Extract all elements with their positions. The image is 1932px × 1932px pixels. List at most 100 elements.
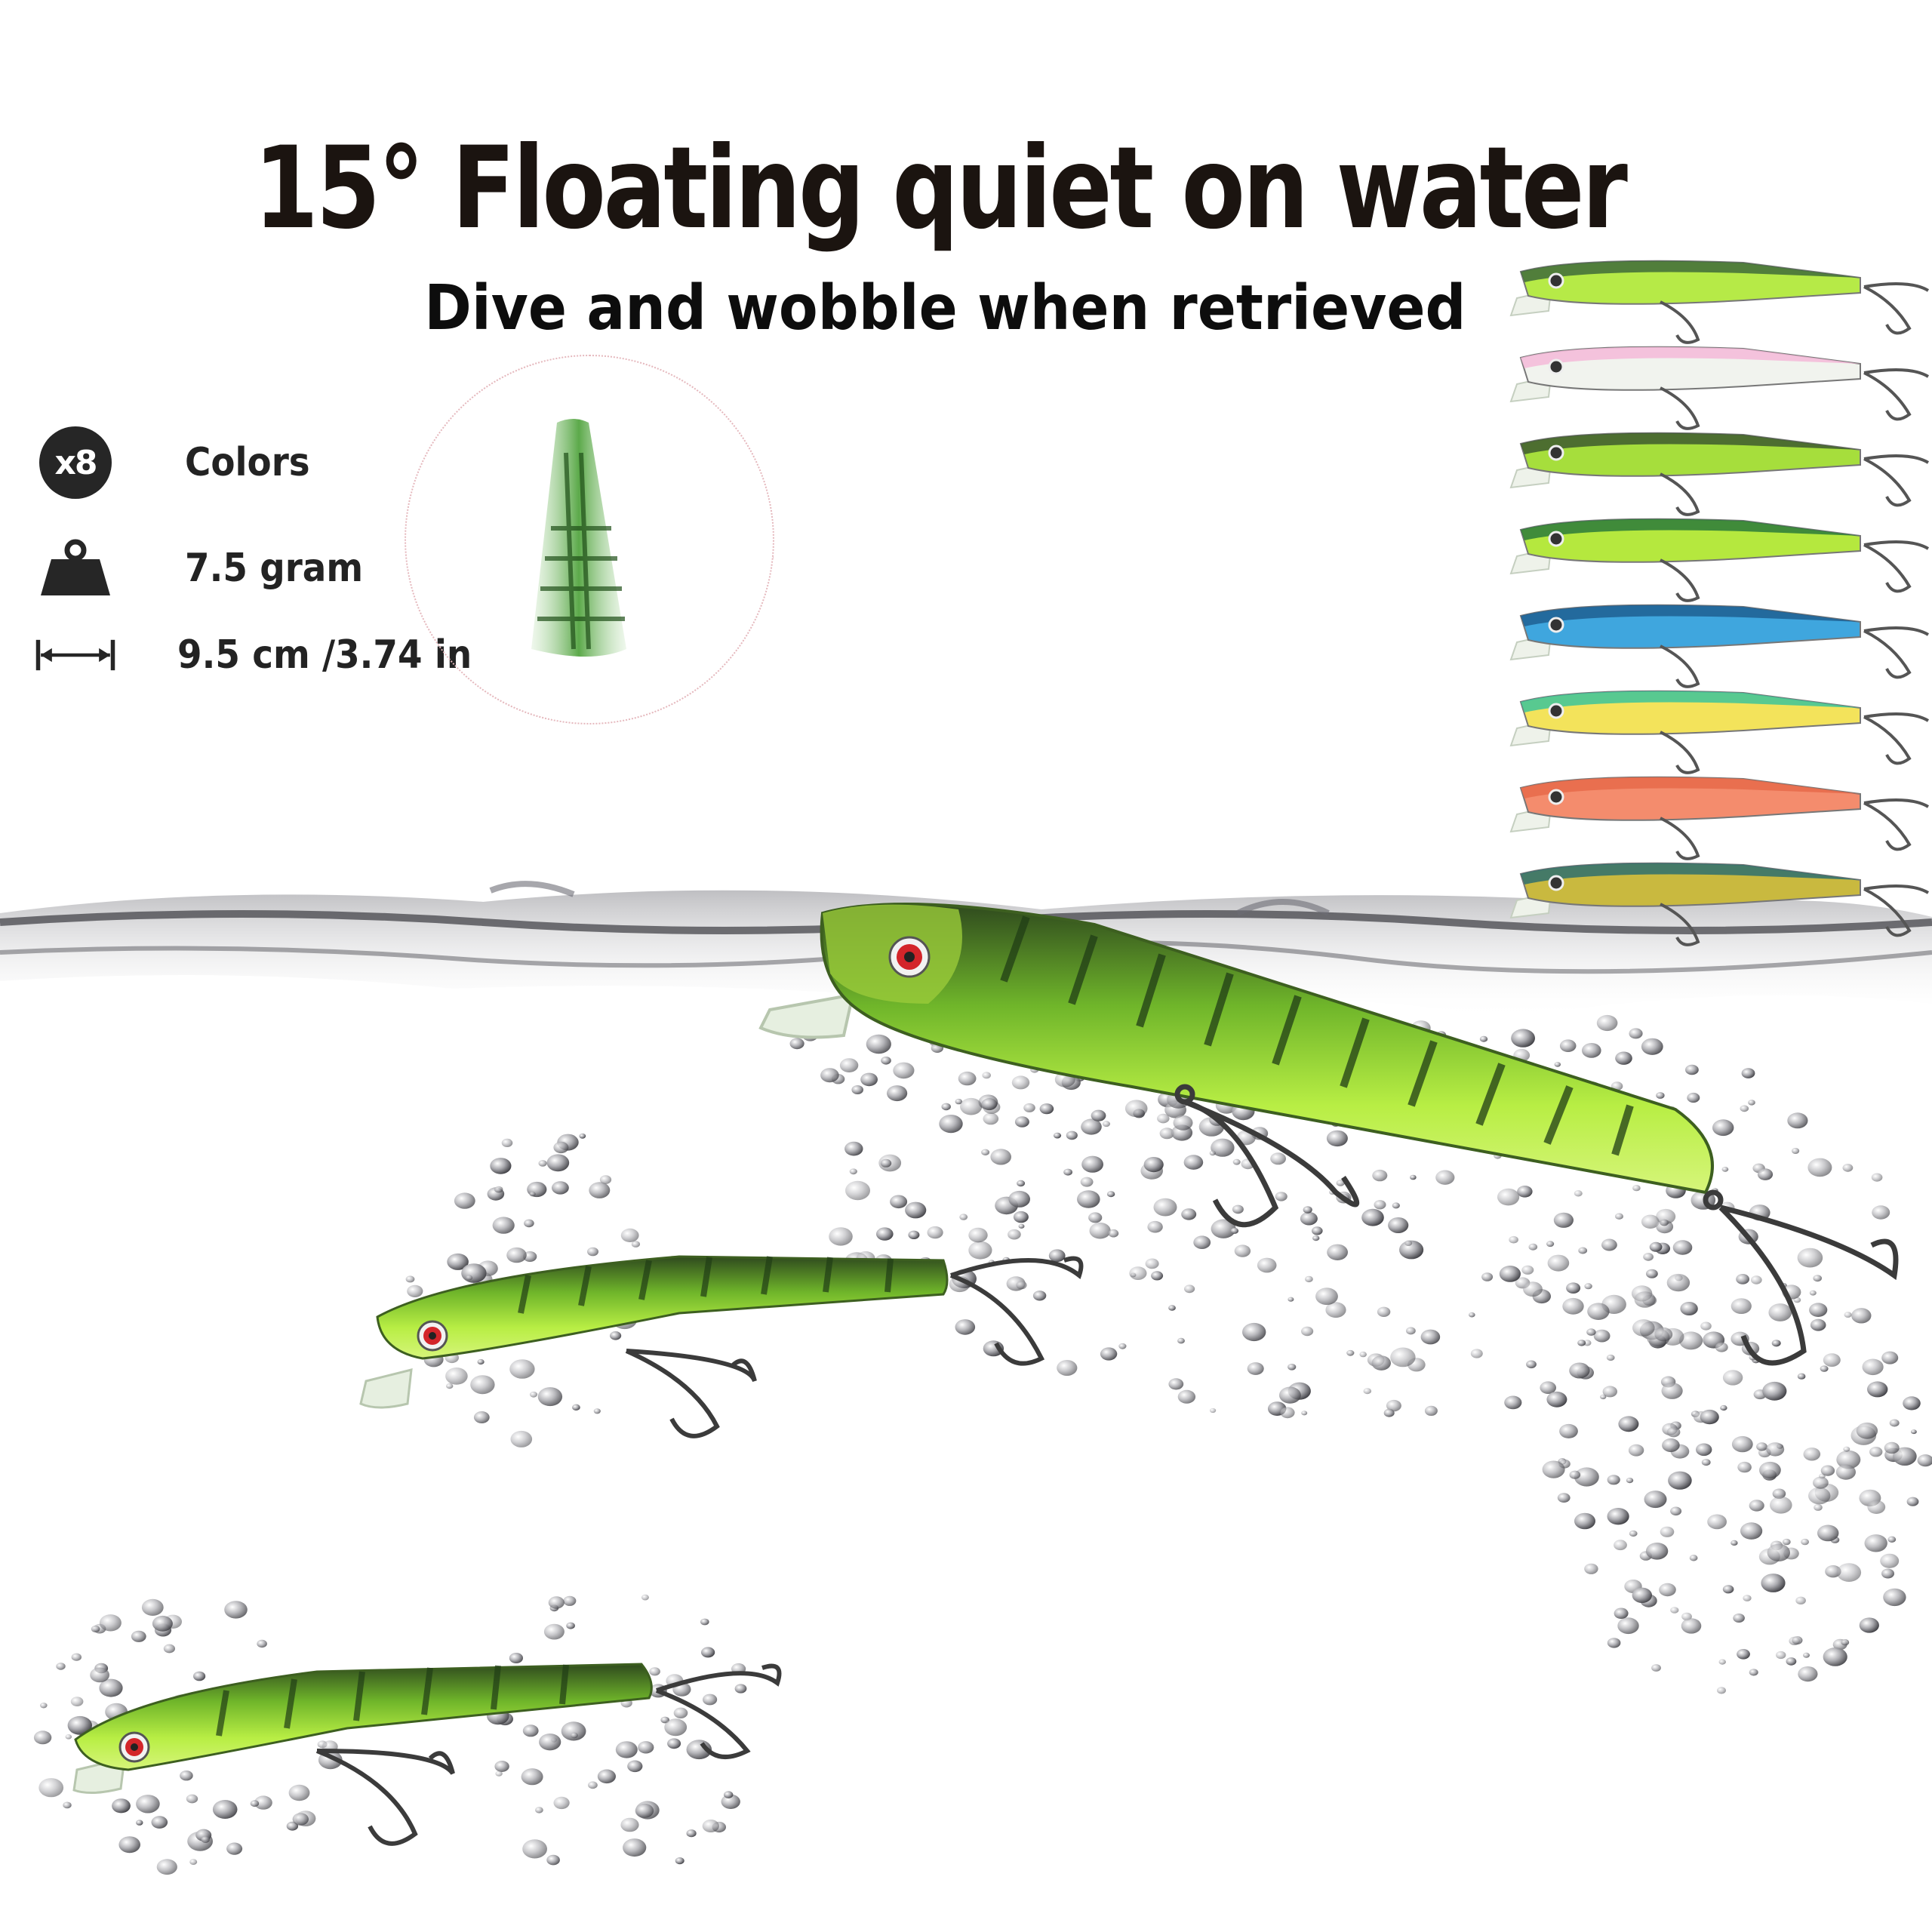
bubble <box>1582 1043 1601 1058</box>
bubble <box>1057 1360 1078 1376</box>
bubble <box>1748 1100 1755 1106</box>
bubble <box>649 1667 660 1676</box>
bubble <box>1372 1169 1388 1182</box>
weight-icon <box>34 531 117 606</box>
bubble <box>1234 1244 1251 1257</box>
bubble <box>1569 1470 1581 1479</box>
bubble <box>890 1195 908 1209</box>
bubble <box>1089 1222 1111 1239</box>
bubble <box>543 1623 565 1640</box>
bubble <box>845 1180 870 1201</box>
bubble <box>1767 1543 1790 1561</box>
bubble <box>1303 1206 1312 1214</box>
bubble <box>1644 1491 1667 1509</box>
bubble <box>91 1625 100 1632</box>
bubble <box>849 1168 857 1175</box>
bubble <box>1645 1543 1669 1560</box>
bubble <box>1772 1488 1786 1499</box>
bubble <box>1641 1214 1660 1229</box>
bubble <box>1066 1131 1078 1140</box>
bubble <box>1168 1378 1184 1390</box>
bubble <box>461 1263 487 1283</box>
bubble <box>405 1275 415 1283</box>
color-variant-lure <box>1509 690 1930 774</box>
bubble <box>860 1072 878 1087</box>
bubble <box>1574 1512 1595 1530</box>
bubble <box>1157 1113 1170 1124</box>
bubble <box>1681 1618 1702 1634</box>
bubble <box>1737 1461 1752 1473</box>
bubble <box>1312 1226 1323 1235</box>
bubble <box>571 1732 578 1739</box>
bubble <box>257 1639 267 1648</box>
bubble <box>820 1068 839 1083</box>
spec-length: 9.5 cm /3.74 in <box>34 617 505 693</box>
bubble <box>908 1230 920 1240</box>
bubble <box>927 1226 943 1239</box>
bubble <box>1776 1651 1786 1660</box>
bubble <box>1808 1487 1831 1505</box>
bubble <box>454 1192 475 1209</box>
bubble <box>1881 1568 1894 1579</box>
bubble <box>286 1821 299 1831</box>
bubble <box>1862 1358 1884 1376</box>
bubble <box>506 1247 527 1263</box>
bubble <box>1008 1190 1030 1208</box>
bubble <box>112 1798 131 1814</box>
bubble <box>136 1795 160 1814</box>
bubble <box>156 1859 177 1875</box>
bubble <box>1643 1253 1654 1261</box>
bubble <box>1803 1447 1821 1461</box>
bubble <box>844 1141 863 1156</box>
bubble <box>1687 1092 1700 1103</box>
bubble <box>1722 1585 1734 1594</box>
headline: 15° Floating quiet on water <box>254 123 1628 254</box>
bubble <box>1016 1281 1027 1290</box>
bubble <box>1730 1298 1752 1314</box>
bubble <box>1629 1530 1638 1537</box>
bubble <box>1270 1152 1286 1165</box>
bubble <box>163 1644 175 1654</box>
bubble <box>1889 1419 1900 1427</box>
bubble <box>1327 1244 1348 1261</box>
bubble <box>572 1404 580 1411</box>
bubble <box>1404 1240 1413 1246</box>
bubble <box>509 1359 535 1379</box>
bubble <box>494 1186 503 1193</box>
bubble <box>1672 1240 1693 1255</box>
bubble <box>510 1430 533 1447</box>
bubble <box>702 1820 719 1832</box>
bubble <box>664 1718 688 1737</box>
bubble <box>1766 1442 1785 1457</box>
bubble <box>968 1227 988 1243</box>
bubble <box>1017 1180 1026 1187</box>
bubble <box>641 1594 649 1601</box>
bubble <box>667 1738 681 1749</box>
bubble <box>1593 1329 1611 1343</box>
bubble <box>1517 1186 1533 1198</box>
bubble <box>1809 1290 1817 1296</box>
bubble <box>1008 1229 1021 1240</box>
bubble <box>1596 1014 1618 1032</box>
bubble <box>1481 1272 1494 1281</box>
length-arrow-icon <box>34 617 117 693</box>
bubble <box>1869 1447 1883 1457</box>
bubble <box>1181 1208 1197 1220</box>
bubble <box>490 1158 512 1174</box>
bubble <box>33 1730 52 1745</box>
bubble <box>99 1614 122 1632</box>
bubble <box>1511 1029 1535 1048</box>
bubble <box>1906 1497 1919 1506</box>
count-badge-icon: x8 <box>39 426 112 499</box>
bubble <box>1632 1587 1652 1603</box>
wobble-circle <box>405 355 774 724</box>
bubble <box>1106 1191 1115 1198</box>
bubble <box>1618 1416 1639 1432</box>
bubble <box>700 1618 709 1626</box>
bubble <box>529 1391 538 1398</box>
bubble <box>1526 1360 1537 1369</box>
bubble <box>1497 1188 1520 1206</box>
bubble <box>561 1721 586 1741</box>
bubble <box>546 1854 560 1866</box>
bubble <box>1184 1284 1195 1294</box>
